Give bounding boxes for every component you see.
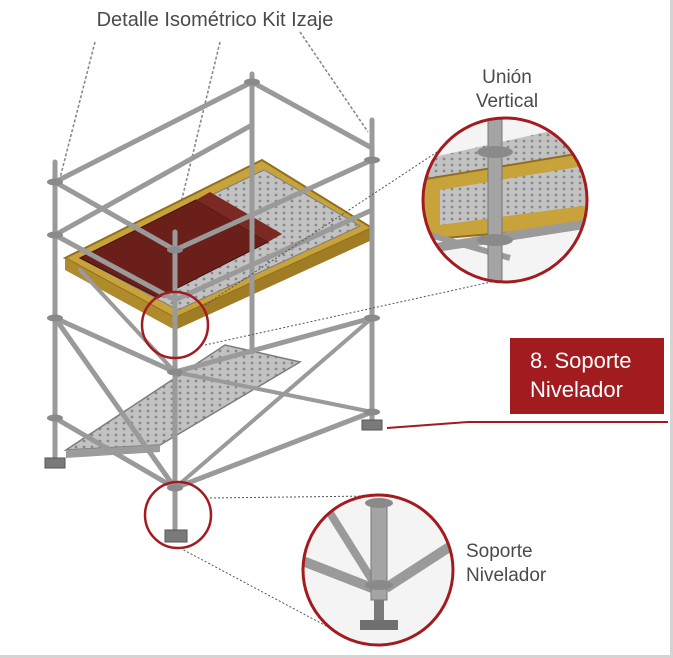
callout-line: 8. Soporte — [530, 348, 632, 373]
highlight-circle-vertical-joint — [140, 290, 210, 360]
lifting-slings — [59, 31, 369, 241]
callout-box: 8. Soporte Nivelador — [510, 338, 664, 414]
diagram-title: Detalle Isométrico Kit Izaje — [96, 9, 334, 31]
detail-label-base-jack: Soporte Nivelador — [466, 540, 586, 588]
highlight-circle-base-jack — [143, 480, 213, 550]
detail-label-vertical-joint: Unión Vertical — [452, 66, 562, 114]
detail-label-line: Nivelador — [466, 565, 547, 586]
detail-view-base-jack — [301, 493, 455, 647]
scaffold-frame — [52, 71, 375, 533]
detail-highlights — [140, 290, 213, 550]
detail-label-line: Soporte — [466, 541, 533, 562]
leader-lines — [179, 149, 501, 629]
base-plates — [44, 419, 383, 543]
rosette-nodes — [47, 78, 380, 492]
callout-leader-line — [386, 421, 469, 429]
detail-label-line: Vertical — [475, 91, 539, 112]
detail-label-line: Unión — [482, 67, 532, 88]
lower-deck — [63, 344, 303, 458]
detail-view-vertical-joint — [421, 116, 589, 284]
callout-line: Nivelador — [530, 377, 623, 402]
